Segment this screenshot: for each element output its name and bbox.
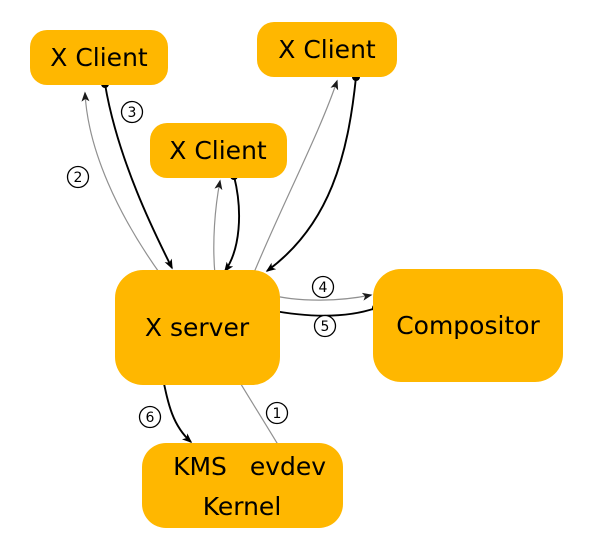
node-client-top-left: X Client [30,30,168,85]
kernel-kms-label: KMS [173,452,227,481]
node-x-server-label: X server [145,313,250,342]
step-badge-3: 3 [120,100,144,124]
edge-client-middle-to-xserver [224,172,241,273]
kernel-evdev-label: evdev [250,452,326,481]
node-kernel-label: Kernel [203,492,282,521]
step-badge-3-number: 3 [128,105,137,121]
edge-compositor-to-xserver [267,304,380,317]
node-client-top-left-label: X Client [50,43,148,72]
node-compositor: Compositor [373,269,563,382]
node-kernel: KMS evdev Kernel [142,443,343,528]
step-badge-5-number: 5 [321,319,330,335]
step-badge-6: 6 [138,405,162,429]
step-badge-4: 4 [311,275,335,299]
node-x-server: X server [115,270,280,385]
node-client-top-right-label: X Client [278,35,376,64]
step-badge-2-number: 2 [74,170,83,186]
node-client-middle: X Client [150,123,287,178]
step-badge-5: 5 [313,314,337,338]
step-badge-2: 2 [66,165,90,189]
edge-xserver-to-client-top-left [81,91,165,279]
edge-xserver-to-client-middle [211,179,223,279]
step-badge-1: 1 [265,401,289,425]
step-badge-1-number: 1 [273,406,282,422]
step-badge-4-number: 4 [319,280,328,296]
node-compositor-label: Compositor [396,311,540,340]
node-client-top-right: X Client [257,22,397,77]
step-badge-6-number: 6 [146,410,155,426]
node-client-middle-label: X Client [169,136,267,165]
